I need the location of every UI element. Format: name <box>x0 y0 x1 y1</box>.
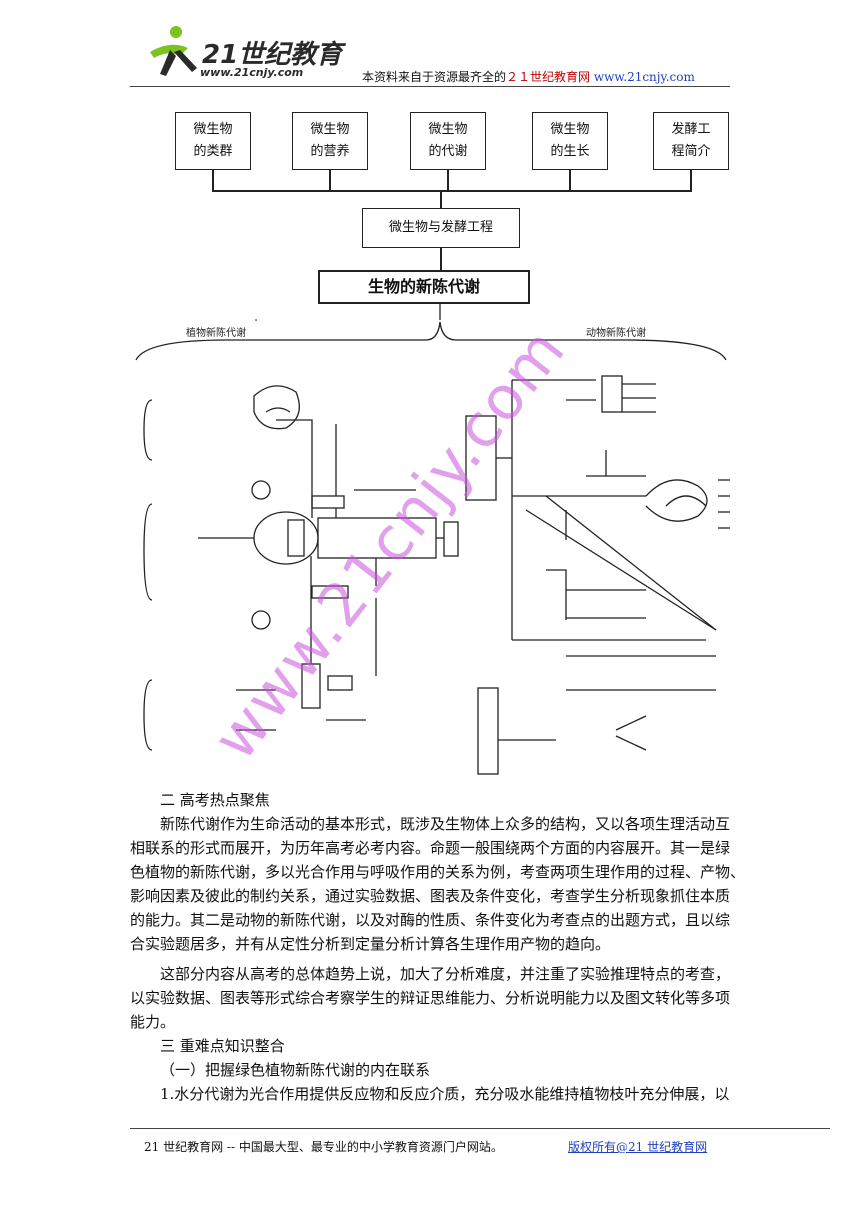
connector <box>569 169 571 191</box>
paragraph-line: 这部分内容从高考的总体趋势上说，加大了分析难度，并注重了实验推理特点的考查， <box>160 965 731 983</box>
paragraph-line: 新陈代谢作为生命活动的基本形式，既涉及生物体上众多的结构，又以各项生理活动互 <box>160 815 731 833</box>
footer-copyright-link[interactable]: 版权所有@21 世纪教育网 <box>568 1140 708 1154</box>
connector <box>440 247 442 271</box>
paragraph-line: 能力。 <box>130 1013 176 1031</box>
logo-title: 21世纪教育 <box>202 40 343 70</box>
topic-box: 微生物 的营养 <box>292 112 368 170</box>
branch-label-left: 植物新陈代谢 <box>186 326 246 339</box>
connector <box>447 169 449 191</box>
branch-label-right: 动物新陈代谢 <box>586 326 646 339</box>
paragraph-line: 合实验题居多，并有从定性分析到定量分析计算各生理作用产物的趋向。 <box>130 935 611 953</box>
paragraph-line: 以实验数据、图表等形式综合考察学生的辩证思维能力、分析说明能力以及图文转化等多项 <box>130 989 731 1007</box>
header-note-prefix: 本资料来自于资源最齐全的 <box>362 70 507 84</box>
section-heading: 三 重难点知识整合 <box>160 1037 285 1055</box>
hub-box: 微生物与发酵工程 <box>362 208 520 248</box>
topic-box: 微生物 的代谢 <box>410 112 486 170</box>
logo-figure-icon <box>150 26 197 76</box>
subsection-heading: （一）把握绿色植物新陈代谢的内在联系 <box>160 1061 431 1079</box>
connector <box>690 169 692 191</box>
header-divider <box>130 86 730 87</box>
connector <box>212 190 692 192</box>
main-topic-box: 生物的新陈代谢 <box>318 270 530 304</box>
connector <box>212 169 214 191</box>
paragraph-line: 的能力。其二是动物的新陈代谢，以及对酶的性质、条件变化为考查点的出题方式，且以综 <box>130 911 731 929</box>
footer-divider <box>130 1128 830 1129</box>
paragraph-line: 相联系的形式而展开，为历年高考必考内容。命题一般围绕两个方面的内容展开。其一是绿 <box>130 839 731 857</box>
paragraph-line: 1.水分代谢为光合作用提供反应物和反应介质，充分吸水能维持植物枝叶充分伸展，以 <box>160 1085 730 1103</box>
connector <box>329 169 331 191</box>
connector <box>440 190 442 209</box>
header-note: 本资料来自于资源最齐全的２１世纪教育网 www.21cnjy.com <box>362 68 695 85</box>
header-note-link[interactable]: www.21cnjy.com <box>593 70 695 84</box>
paragraph-line: 影响因素及彼此的制约关系，通过实验数据、图表及条件变化，考查学生分析现象抓住本质 <box>130 887 731 905</box>
section-heading: 二 高考热点聚焦 <box>160 791 270 809</box>
logo-url: www.21cnjy.com <box>200 66 304 79</box>
topic-box: 发酵工 程简介 <box>653 112 729 170</box>
site-logo: 21世纪教育 www.21cnjy.com <box>140 22 343 84</box>
topic-box: 微生物 的类群 <box>175 112 251 170</box>
paragraph-line: 色植物的新陈代谢，多以光合作用与呼吸作用的关系为例，考查两项生理作用的过程、产物… <box>130 863 746 881</box>
footer-text: 21 世纪教育网 -- 中国最大型、最专业的中小学教育资源门户网站。 <box>144 1140 503 1154</box>
topic-box: 微生物 的生长 <box>532 112 608 170</box>
header-note-brand: ２１世纪教育网 <box>506 70 591 84</box>
metabolism-diagram: 植物新陈代谢 动物新陈代谢 <box>135 302 730 775</box>
